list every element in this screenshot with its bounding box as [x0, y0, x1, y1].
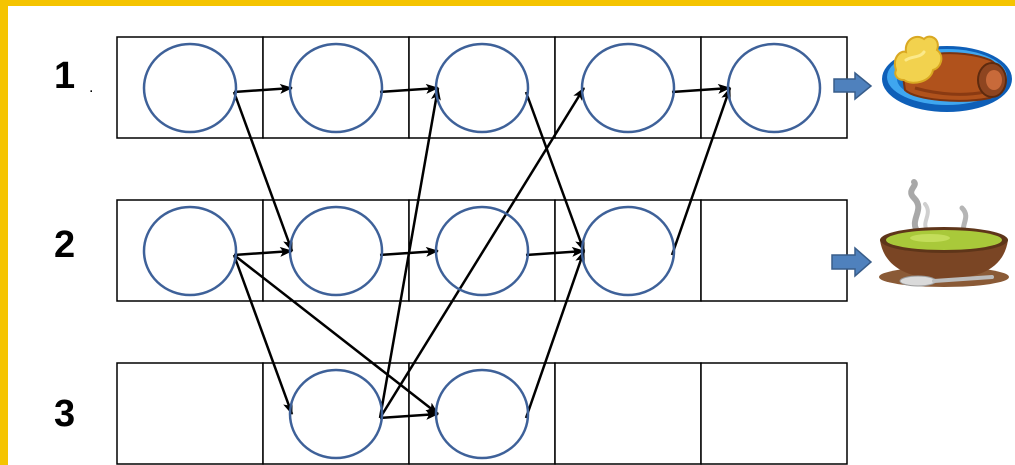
grid-cell	[117, 37, 263, 138]
soup-bowl-icon	[879, 182, 1009, 287]
grid-cell	[117, 363, 263, 464]
plate-of-food-icon	[882, 37, 1012, 112]
row-label-3: 3	[54, 395, 80, 433]
grid	[117, 37, 847, 464]
grid-cell	[117, 200, 263, 301]
row-label-1: 1	[54, 57, 80, 95]
grid-cell	[555, 363, 701, 464]
grid-cell	[555, 37, 701, 138]
grid-cell	[701, 363, 847, 464]
grid-cell	[701, 200, 847, 301]
row-label-2: 2	[54, 226, 80, 264]
row-label-1-dot: .	[89, 80, 93, 96]
